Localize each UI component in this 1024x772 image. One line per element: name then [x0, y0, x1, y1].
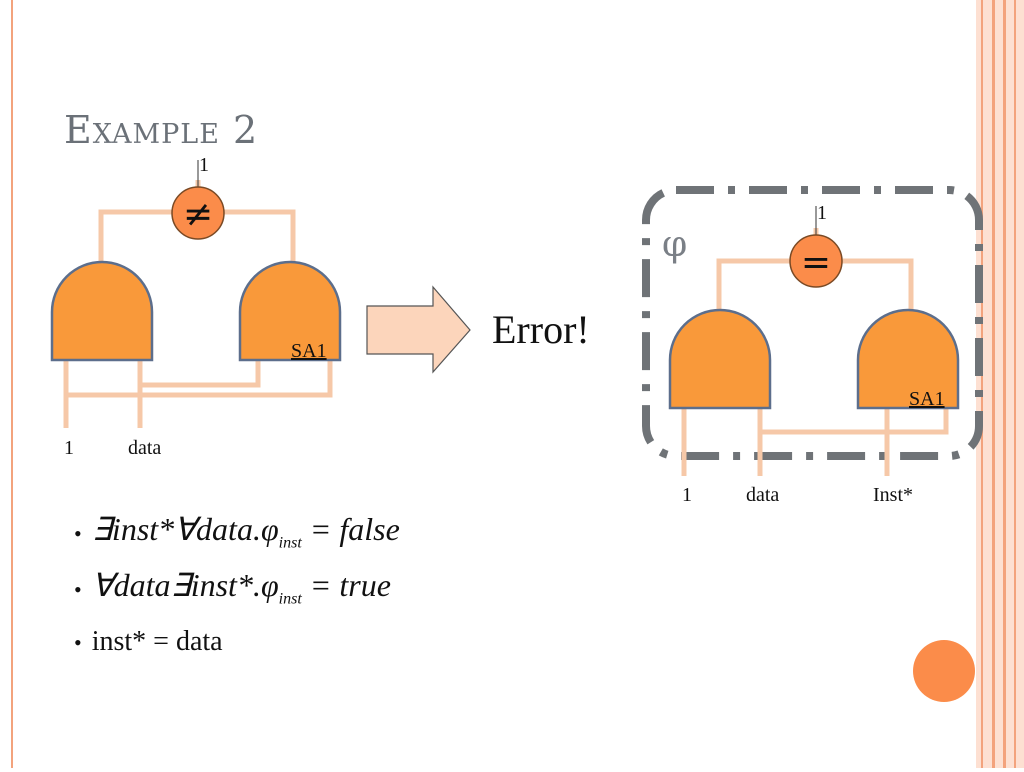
right-comparator-symbol: =: [801, 242, 831, 283]
right-and-gate-2: [856, 308, 960, 410]
right-top-input-label: 1: [817, 202, 827, 224]
phi-dashed-box: [642, 186, 983, 460]
bullet-item-1: • ∃inst*∀data.φinst = false: [74, 508, 400, 564]
phi-label: φ: [662, 224, 687, 265]
bullet-formula-1-text: ∃inst*∀data.φ: [91, 511, 279, 547]
bullet-item-3: • inst* = data: [74, 621, 400, 665]
bullet-formula-1: ∃inst*∀data.φinst = false: [91, 511, 400, 551]
right-equal-comparator: [789, 234, 843, 288]
right-input-label-data: data: [746, 484, 779, 506]
bullet-dot: •: [74, 520, 82, 546]
bullet-formula-1-sub: inst: [278, 534, 302, 552]
bullet-item-2: • ∀data∃inst*.φinst = true: [74, 564, 400, 620]
right-circuit: φ 1 = SA1 1 data Inst*: [642, 186, 983, 506]
bullet-text-3: inst* = data: [91, 625, 223, 657]
left-input-label-1: 1: [64, 437, 74, 459]
left-fault-label: SA1: [291, 340, 327, 362]
left-circuit: 1 ≠ SA1 1 data: [50, 154, 342, 459]
corner-decoration-circle: [913, 640, 975, 702]
right-fault-label: SA1: [909, 388, 945, 410]
bullet-formula-2-sub: inst: [278, 590, 302, 608]
left-and-gate-1: [50, 260, 154, 362]
right-border-stripes: [976, 0, 1024, 768]
bullet-formula-2: ∀data∃inst*.φinst = true: [91, 567, 391, 607]
bullet-dot: •: [74, 576, 82, 602]
right-arrow-icon: [366, 285, 471, 374]
error-label: Error!: [492, 307, 590, 352]
left-and-gate-2: [238, 260, 342, 362]
bullet-formula-1-tail: = false: [301, 511, 400, 547]
bullet-list: •∃inst*∀data.φinst = false •∀data∃inst*.…: [74, 508, 400, 664]
left-input-label-data: data: [128, 437, 161, 459]
right-and-gate-1: [668, 308, 772, 410]
slide-title: Example 2: [64, 108, 259, 152]
bullet-dot: •: [74, 630, 82, 656]
right-input-label-1: 1: [682, 484, 692, 506]
left-top-input-label: 1: [199, 154, 209, 176]
bullet-formula-2-text: ∀data∃inst*.φ: [91, 567, 279, 604]
right-input-label-inst: Inst*: [873, 484, 913, 506]
left-comparator-symbol: ≠: [183, 194, 213, 235]
bullet-formula-2-tail: = true: [301, 567, 391, 604]
left-not-equal-comparator: [171, 186, 225, 240]
